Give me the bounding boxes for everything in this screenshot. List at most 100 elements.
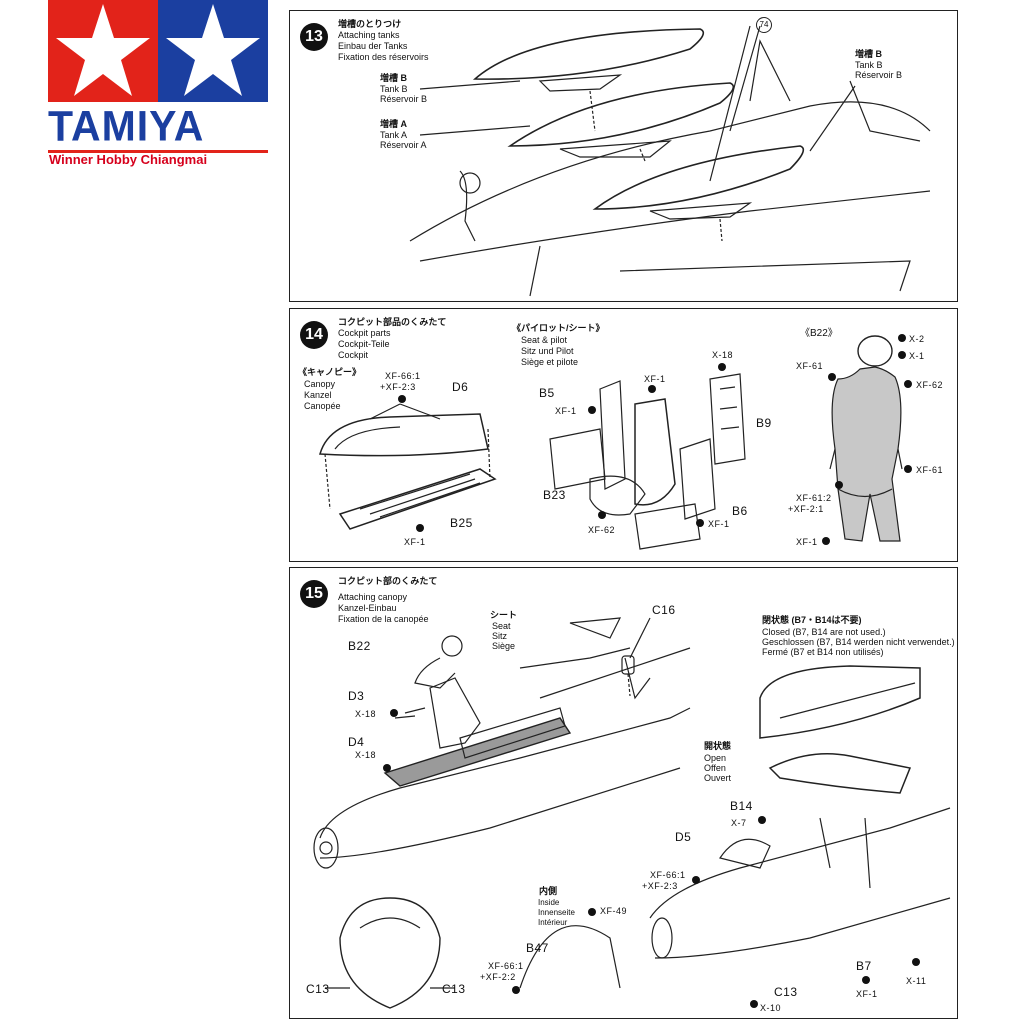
star-icon bbox=[56, 4, 260, 96]
part-label: B14 bbox=[730, 799, 753, 813]
step-title-jp: コクピット部品のくみたて bbox=[338, 317, 447, 327]
tank-a-label-fr: Réservoir A bbox=[380, 140, 427, 150]
tank-b-label-en: Tank B bbox=[380, 84, 408, 94]
paint-label: XF-1 bbox=[555, 406, 577, 416]
tank-b-right-label-jp: 増槽 B bbox=[855, 49, 883, 59]
step-title-de: Cockpit-Teile bbox=[338, 339, 390, 349]
seat-title-de: Sitz und Pilot bbox=[521, 346, 574, 356]
step-title-fr: Cockpit bbox=[338, 350, 369, 360]
paint-marker-icon bbox=[822, 537, 830, 545]
paint-label: X-18 bbox=[355, 709, 377, 719]
part-label: D4 bbox=[348, 735, 365, 749]
part-label: C13 bbox=[306, 982, 330, 996]
inside-label-jp: 内側 bbox=[539, 886, 558, 896]
paint-marker-icon bbox=[835, 481, 843, 489]
part-label: D3 bbox=[348, 689, 365, 703]
paint-label: X-18 bbox=[355, 750, 377, 760]
paint-marker-icon bbox=[692, 876, 700, 884]
canopy-title-jp: 《キャノピー》 bbox=[298, 367, 362, 377]
tank-b-right-label-fr: Réservoir B bbox=[855, 70, 903, 80]
paint-label: XF-61 bbox=[916, 465, 944, 475]
paint-marker-icon bbox=[912, 958, 920, 966]
paint-marker-icon bbox=[758, 816, 766, 824]
step-title-en: Cockpit parts bbox=[338, 328, 391, 338]
open-label-fr: Ouvert bbox=[704, 773, 732, 783]
paint-marker-icon bbox=[383, 764, 391, 772]
closed-label-de: Geschlossen (B7, B14 werden nicht verwen… bbox=[762, 637, 955, 647]
canopy-title-de: Kanzel bbox=[304, 390, 332, 400]
step-title-en: Attaching tanks bbox=[338, 30, 400, 40]
part-label: B6 bbox=[732, 504, 748, 518]
cockpit-parts-illustration bbox=[319, 335, 903, 550]
paint-label: +XF-2:2 bbox=[480, 972, 516, 982]
seat-label-jp: シート bbox=[490, 610, 518, 620]
open-label-de: Offen bbox=[704, 763, 726, 773]
tank-b-right-label-en: Tank B bbox=[855, 60, 883, 70]
step-13-panel: 13 増槽のとりつけ Attaching tanks Einbau der Ta… bbox=[289, 10, 958, 302]
tanks-illustration bbox=[409, 25, 931, 297]
ref-number: 74 bbox=[756, 17, 772, 33]
closed-label-fr: Fermé (B7 et B14 non utilisés) bbox=[762, 647, 884, 657]
step-15-panel: 15 コクピット部のくみたて Attaching canopy Kanzel-E… bbox=[289, 567, 958, 1019]
paint-marker-icon bbox=[598, 511, 606, 519]
logo-stars bbox=[48, 0, 268, 102]
paint-label: XF-49 bbox=[600, 906, 628, 916]
part-label: B22 bbox=[348, 639, 371, 653]
paint-marker-icon bbox=[904, 380, 912, 388]
tank-b-label-jp: 増槽 B bbox=[380, 73, 408, 83]
part-label: B9 bbox=[756, 416, 772, 430]
paint-label: XF-61 bbox=[796, 361, 824, 371]
paint-label: XF-62 bbox=[916, 380, 944, 390]
part-label: D6 bbox=[452, 380, 469, 394]
step-title-jp: 増槽のとりつけ bbox=[338, 19, 402, 29]
paint-marker-icon bbox=[512, 986, 520, 994]
paint-marker-icon bbox=[828, 373, 836, 381]
part-label: C13 bbox=[774, 985, 798, 999]
part-label: B47 bbox=[526, 941, 549, 955]
canopy-fixing-illustration bbox=[313, 617, 951, 1009]
step-title-jp: コクピット部のくみたて bbox=[338, 576, 438, 586]
canopy-title-fr: Canopée bbox=[304, 401, 341, 411]
seat-label-de: Sitz bbox=[492, 631, 508, 641]
paint-label: XF-1 bbox=[796, 537, 818, 547]
paint-label: X-7 bbox=[731, 818, 747, 828]
tank-b-label-fr: Réservoir B bbox=[380, 94, 428, 104]
paint-marker-icon bbox=[862, 976, 870, 984]
paint-marker-icon bbox=[750, 1000, 758, 1008]
step-title-fr: Fixation de la canopée bbox=[338, 614, 429, 624]
paint-marker-icon bbox=[718, 363, 726, 371]
step-number: 13 bbox=[300, 23, 328, 51]
seat-title-en: Seat & pilot bbox=[521, 335, 568, 345]
paint-marker-icon bbox=[390, 709, 398, 717]
paint-label: X-11 bbox=[906, 976, 927, 986]
paint-label: XF-1 bbox=[404, 537, 426, 547]
paint-label: +XF-2:3 bbox=[642, 881, 678, 891]
logo-rule bbox=[48, 150, 268, 153]
inside-label-de: Innenseite bbox=[538, 908, 575, 917]
paint-marker-icon bbox=[898, 334, 906, 342]
open-label-jp: 開状態 bbox=[704, 741, 732, 751]
paint-marker-icon bbox=[398, 395, 406, 403]
paint-label: +XF-2:3 bbox=[380, 382, 416, 392]
closed-label-jp: 閉状態 (B7・B14は不要) bbox=[762, 615, 862, 625]
paint-label: XF-1 bbox=[644, 374, 666, 384]
paint-label: XF-61:2 bbox=[796, 493, 832, 503]
tamiya-logo: TAMIYA Winner Hobby Chiangmai bbox=[0, 0, 285, 170]
step-title-fr: Fixation des réservoirs bbox=[338, 52, 429, 62]
paint-label: XF-1 bbox=[856, 989, 878, 999]
pilot-ref: 《B22》 bbox=[800, 328, 838, 339]
part-label: C13 bbox=[442, 982, 466, 996]
step-title-de: Kanzel-Einbau bbox=[338, 603, 397, 613]
step-title-en: Attaching canopy bbox=[338, 592, 408, 602]
step-14-panel: 14 コクピット部品のくみたて Cockpit parts Cockpit-Te… bbox=[289, 308, 958, 562]
step-number: 14 bbox=[300, 321, 328, 349]
logo-brand: TAMIYA bbox=[48, 101, 205, 151]
dealer-name: Winner Hobby Chiangmai bbox=[49, 152, 208, 167]
part-label: C16 bbox=[652, 603, 676, 617]
step-number: 15 bbox=[300, 580, 328, 608]
paint-marker-icon bbox=[898, 351, 906, 359]
seat-title-fr: Siège et pilote bbox=[521, 357, 579, 367]
open-label-en: Open bbox=[704, 753, 727, 763]
part-label: B25 bbox=[450, 516, 473, 530]
seat-label-fr: Siège bbox=[492, 641, 516, 651]
